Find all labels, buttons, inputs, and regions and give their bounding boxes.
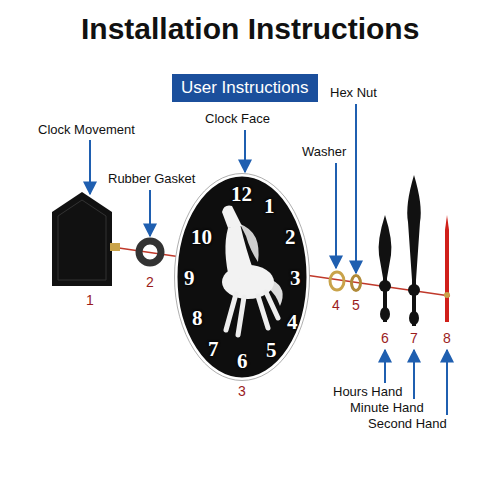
part-name: Hex Nut (330, 86, 377, 101)
part-name: Clock Movement (38, 123, 135, 138)
second-hand (445, 215, 449, 322)
part-name: Clock Face (205, 112, 270, 127)
dial-number: 6 (237, 349, 248, 373)
hour-hand-hub (379, 280, 391, 292)
hex-nut (352, 276, 361, 291)
minute-hand-tail (409, 311, 419, 325)
callout-number: 3 (238, 383, 246, 399)
clock-face-rim (175, 174, 310, 381)
movement-edge (58, 200, 106, 280)
dial-number: 3 (290, 266, 301, 290)
clock-face (176, 175, 308, 379)
clock-movement (52, 192, 112, 286)
dial-number: 9 (184, 266, 195, 290)
dial-number: 2 (285, 225, 296, 249)
rubber-gasket (139, 241, 161, 263)
dial-number: 1 (264, 194, 275, 218)
callout-number: 5 (352, 297, 360, 313)
leader-lines (90, 104, 447, 415)
dial-number: 5 (266, 338, 277, 362)
callout-number: 2 (146, 274, 154, 290)
dial-number: 7 (208, 337, 219, 361)
callout-number: 7 (410, 330, 418, 346)
hour-hand (379, 215, 392, 322)
part-name: Hours Hand (333, 385, 402, 400)
callout-number: 8 (443, 330, 451, 346)
part-name: Minute Hand (350, 401, 424, 416)
dial-number: 10 (191, 225, 212, 249)
minute-hand-hub (408, 284, 420, 296)
horse-picture (222, 206, 283, 335)
part-name: Washer (302, 145, 346, 160)
callout-number: 4 (332, 297, 340, 313)
washer (330, 272, 344, 290)
page-title: Installation Instructions (81, 12, 419, 47)
second-hand-hub (444, 292, 450, 298)
part-name: Second Hand (368, 417, 447, 432)
dial-number: 8 (192, 306, 203, 330)
movement-shaft (110, 243, 120, 251)
heading-box: User Instructions (172, 74, 318, 102)
minute-hand (407, 175, 421, 326)
heading-text: User Instructions (181, 78, 309, 98)
part-name: Rubber Gasket (108, 172, 195, 187)
dial-number: 12 (231, 182, 252, 206)
hour-hand-tail (380, 307, 390, 321)
callout-number: 1 (86, 292, 94, 308)
callout-number: 6 (381, 330, 389, 346)
dial-number: 4 (287, 310, 298, 334)
